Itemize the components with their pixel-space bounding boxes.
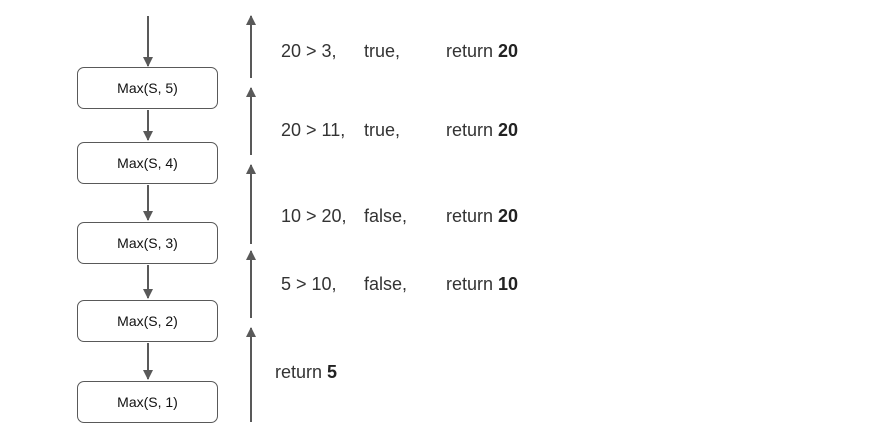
return-word: return [446, 206, 494, 226]
return-annotation-2-return: return 20 [446, 121, 518, 139]
return-annotation-3-comparison: 10 > 20, [281, 206, 347, 226]
call-box-label: Max(S, 4) [117, 155, 178, 171]
return-annotation-4-result: false, [364, 274, 408, 294]
call-box-label: Max(S, 1) [117, 394, 178, 410]
return-annotation-2-result: true, [364, 120, 401, 140]
return-annotation-1-return: return 20 [446, 42, 518, 60]
call-box-max-s-3: Max(S, 3) [77, 222, 218, 264]
return-annotation-1-comparison: 20 > 3, [281, 41, 337, 61]
call-box-label: Max(S, 5) [117, 80, 178, 96]
return-value: 5 [327, 362, 338, 382]
return-annotation-3-return: return 20 [446, 207, 518, 225]
return-word: return [446, 120, 494, 140]
return-value: 20 [498, 41, 519, 61]
return-annotation-5-return: return 5 [275, 363, 337, 381]
return-annotation-2-comparison: 20 > 11, [281, 120, 346, 140]
return-annotation-4-return: return 10 [446, 275, 518, 293]
call-box-max-s-5: Max(S, 5) [77, 67, 218, 109]
call-box-label: Max(S, 2) [117, 313, 178, 329]
return-word: return [275, 362, 323, 382]
return-word: return [446, 274, 494, 294]
call-box-max-s-1: Max(S, 1) [77, 381, 218, 423]
return-annotation-3-result: false, [364, 206, 408, 226]
return-annotation-1-result: true, [364, 41, 401, 61]
call-box-max-s-4: Max(S, 4) [77, 142, 218, 184]
return-value: 10 [498, 274, 519, 294]
call-box-label: Max(S, 3) [117, 235, 178, 251]
return-annotation-4-comparison: 5 > 10, [281, 274, 337, 294]
call-box-max-s-2: Max(S, 2) [77, 300, 218, 342]
return-word: return [446, 41, 494, 61]
return-value: 20 [498, 120, 519, 140]
return-value: 20 [498, 206, 519, 226]
